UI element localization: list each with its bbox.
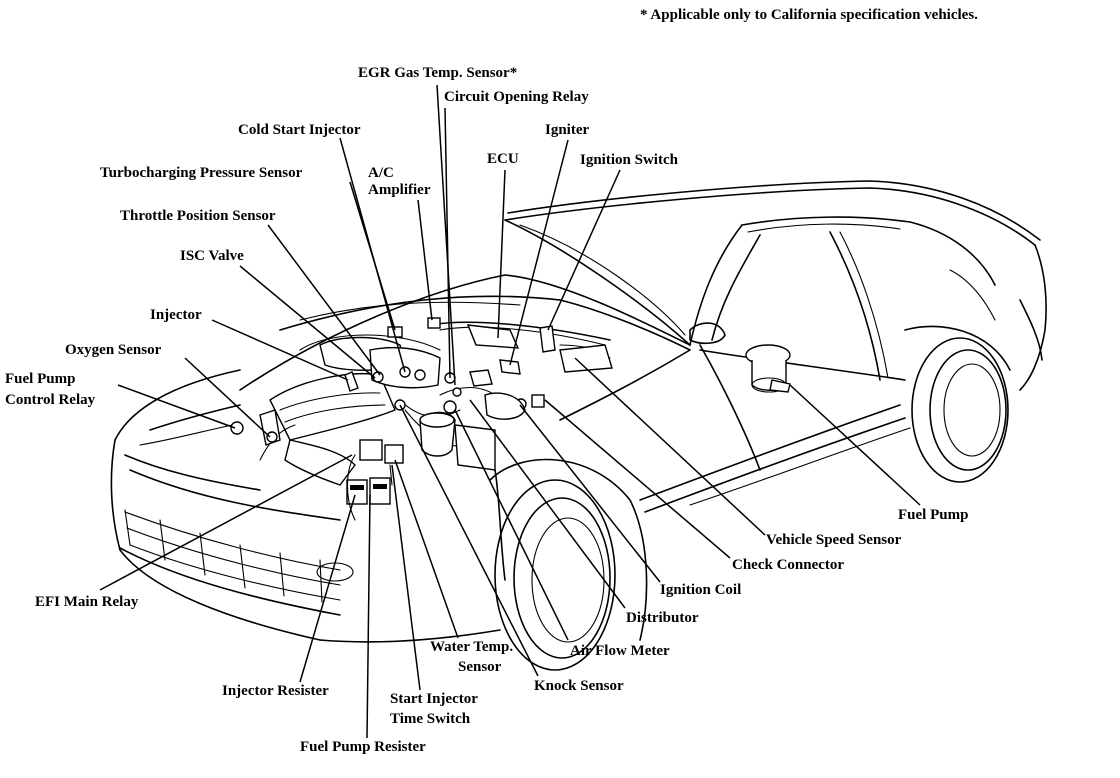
label-water-temp-sensor-line2: Sensor	[458, 659, 502, 675]
label-check-connector: Check Connector	[732, 557, 844, 573]
label-egr-gas-temp-sensor: EGR Gas Temp. Sensor*	[358, 65, 517, 81]
label-injector-resister: Injector Resister	[222, 683, 329, 699]
label-ignition-coil: Ignition Coil	[660, 582, 741, 598]
label-knock-sensor: Knock Sensor	[534, 678, 624, 694]
label-ignition-switch: Ignition Switch	[580, 152, 679, 168]
label-cold-start-injector: Cold Start Injector	[238, 122, 361, 138]
label-fuel-pump-resister: Fuel Pump Resister	[300, 739, 426, 755]
label-ecu: ECU	[487, 151, 519, 167]
label-air-flow-meter: Air Flow Meter	[570, 643, 670, 659]
label-fuel-pump: Fuel Pump	[898, 507, 968, 523]
label-fuel-pump-control-relay-line2: Control Relay	[5, 392, 96, 408]
label-isc-valve: ISC Valve	[180, 248, 244, 264]
label-start-injector-time-switch-line1: Start Injector	[390, 691, 478, 707]
label-turbocharging-pressure-sensor: Turbocharging Pressure Sensor	[100, 165, 303, 181]
california-footnote: * Applicable only to California specific…	[640, 7, 978, 23]
label-ac-amplifier-line1: A/C	[368, 165, 394, 181]
label-start-injector-time-switch-line2: Time Switch	[390, 711, 471, 727]
label-throttle-position-sensor: Throttle Position Sensor	[120, 208, 276, 224]
label-fuel-pump-control-relay-line1: Fuel Pump	[5, 371, 75, 387]
label-oxygen-sensor: Oxygen Sensor	[65, 342, 162, 358]
label-vehicle-speed-sensor: Vehicle Speed Sensor	[766, 532, 902, 548]
leader-lines	[99, 84, 921, 739]
label-igniter: Igniter	[545, 122, 590, 138]
label-injector: Injector	[150, 307, 202, 323]
label-circuit-opening-relay: Circuit Opening Relay	[444, 89, 589, 105]
car-body	[110, 180, 1047, 671]
label-ac-amplifier-line2: Amplifier	[368, 182, 431, 198]
label-water-temp-sensor-line1: Water Temp.	[430, 639, 513, 655]
label-efi-main-relay: EFI Main Relay	[35, 594, 139, 610]
component-labels: * Applicable only to California specific…	[5, 7, 978, 755]
engine-compartment	[230, 317, 791, 521]
label-distributor: Distributor	[626, 610, 699, 626]
